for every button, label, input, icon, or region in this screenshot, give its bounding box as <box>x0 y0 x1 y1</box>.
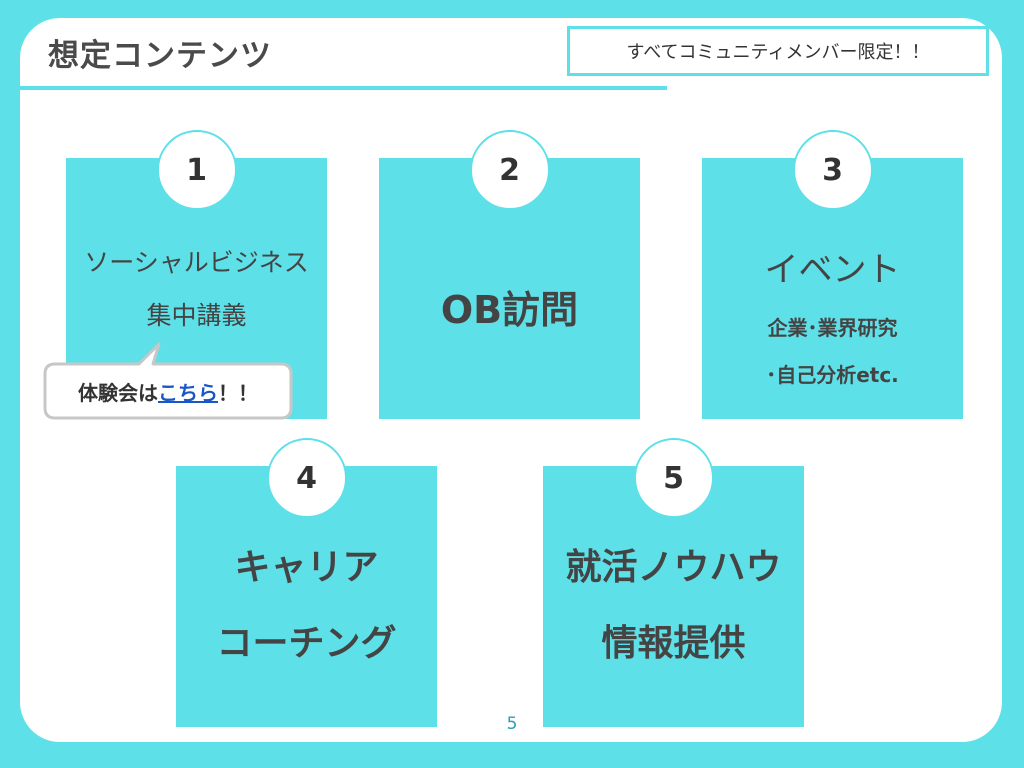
card-1-title-line-2: 集中講義 <box>146 301 247 330</box>
card-2-title: OB訪問 <box>440 288 579 332</box>
card-4-title-line-2: コーチング <box>216 623 397 664</box>
title-underline <box>20 86 667 90</box>
content-card-2: 2 OB訪問 <box>379 130 640 419</box>
card-1-title-line-1: ソーシャルビジネス <box>84 248 309 277</box>
card-number-badge: 1 <box>156 130 237 210</box>
members-only-note: すべてコミュニティメンバー限定！！ <box>567 26 989 76</box>
card-4-title-line-1: キャリア <box>234 547 379 588</box>
card-3-title: イベント <box>764 250 901 290</box>
card-number-badge: 2 <box>469 130 550 210</box>
trial-session-link[interactable]: こちら <box>158 380 218 405</box>
trial-session-callout-text: 体験会はこちら！！ <box>43 364 293 418</box>
card-number-badge: 4 <box>266 438 347 518</box>
card-3-subtitle-line-2: ･自己分析etc. <box>766 363 899 387</box>
content-card-4: 4 キャリア コーチング <box>176 438 437 727</box>
card-number-badge: 5 <box>633 438 714 518</box>
content-card-3: 3 イベント 企業･業界研究 ･自己分析etc. <box>702 130 963 419</box>
card-5-title-line-2: 情報提供 <box>601 623 746 664</box>
page-number: 5 <box>506 714 518 734</box>
card-3-subtitle-line-1: 企業･業界研究 <box>767 316 898 340</box>
content-card-5: 5 就活ノウハウ 情報提供 <box>543 438 804 727</box>
callout-prefix: 体験会は <box>78 380 158 405</box>
card-5-title-line-1: 就活ノウハウ <box>565 547 782 588</box>
callout-suffix: ！！ <box>218 380 258 405</box>
members-only-note-text: すべてコミュニティメンバー限定！！ <box>626 42 930 63</box>
speech-bubble-shape <box>43 342 293 420</box>
trial-session-callout: 体験会はこちら！！ <box>43 342 293 420</box>
slide-title: 想定コンテンツ <box>48 38 272 74</box>
card-number-badge: 3 <box>792 130 873 210</box>
